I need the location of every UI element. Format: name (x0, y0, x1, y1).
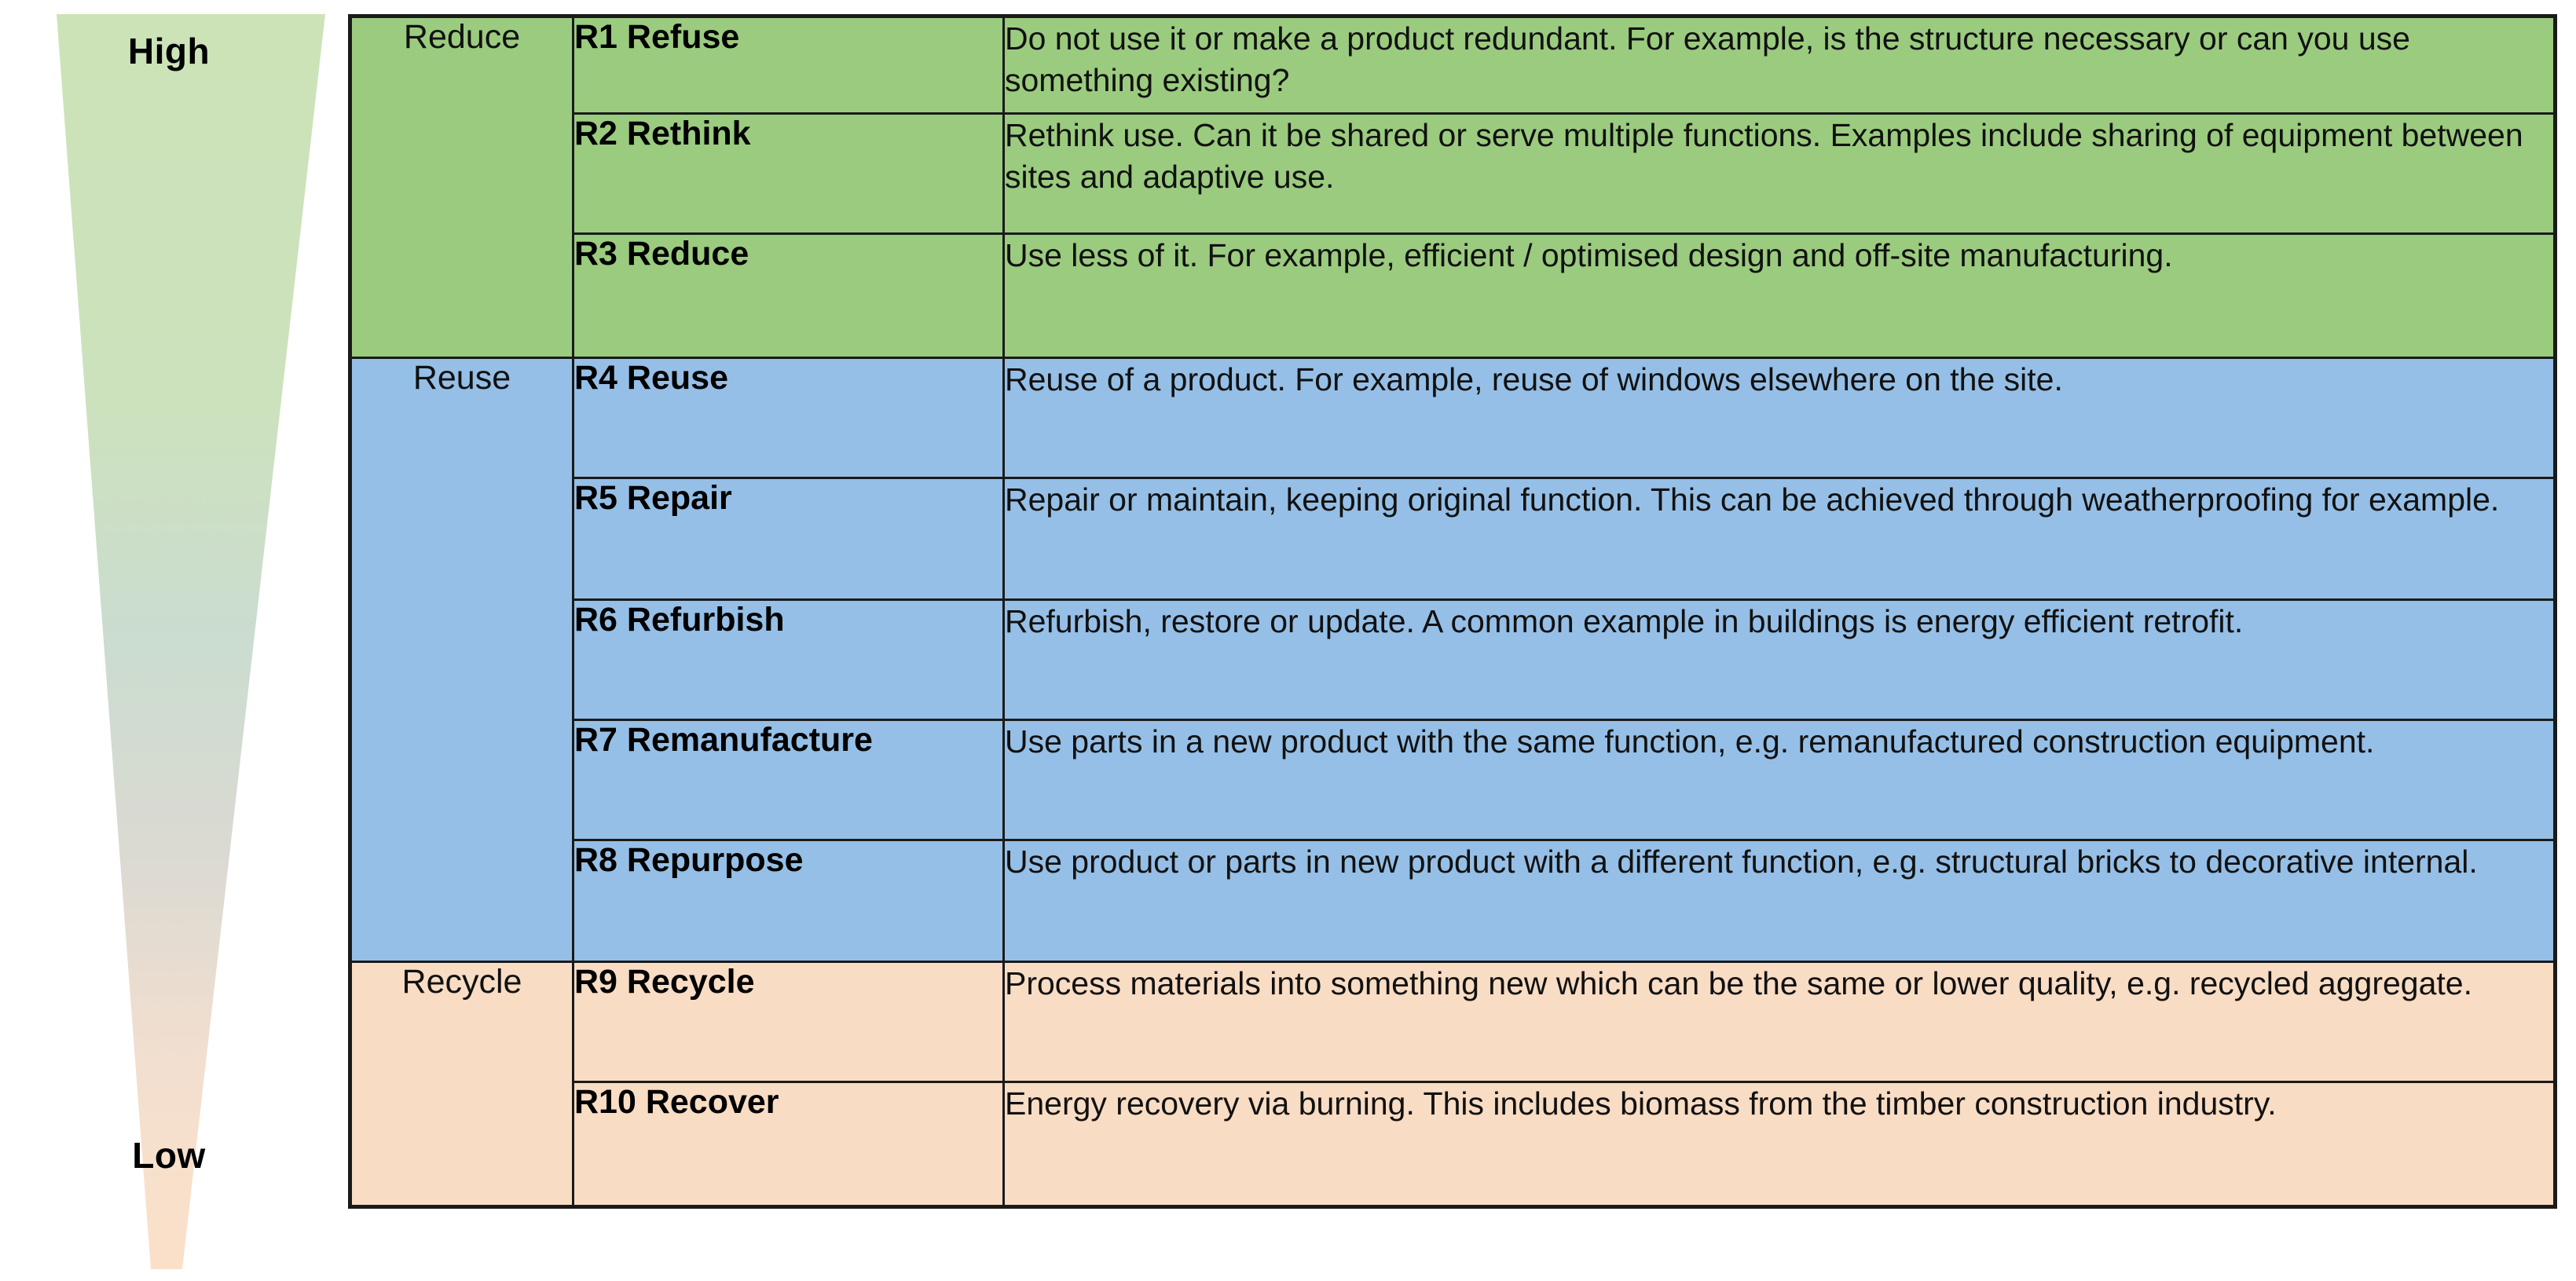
table-row: R10 Recover Energy recovery via burning.… (350, 1081, 2556, 1208)
strategy-description-r10: Energy recovery via burning. This includ… (1002, 1081, 2556, 1208)
table-row: R2 Rethink Rethink use. Can it be shared… (350, 112, 2556, 235)
strategy-name-r4: R4 Reuse (572, 357, 1005, 479)
priority-funnel-panel: High Low (0, 0, 346, 1281)
strategy-description-r5: Repair or maintain, keeping original fun… (1002, 477, 2556, 601)
table-row: R3 Reduce Use less of it. For example, e… (350, 232, 2556, 359)
strategy-description-r2: Rethink use. Can it be shared or serve m… (1002, 112, 2556, 235)
funnel-label-high: High (127, 31, 211, 71)
strategy-description-r3: Use less of it. For example, efficient /… (1002, 232, 2556, 359)
strategy-name-r1: R1 Refuse (572, 15, 1005, 115)
table-row: R8 Repurpose Use product or parts in new… (350, 839, 2556, 963)
strategy-name-r10: R10 Recover (572, 1081, 1005, 1208)
r-strategy-table: Reduce R1 Refuse Do not use it or make a… (348, 14, 2557, 1209)
strategy-description-r7: Use parts in a new product with the same… (1002, 719, 2556, 841)
table-row: R5 Repair Repair or maintain, keeping or… (350, 477, 2556, 601)
table-row: R6 Refurbish Refurbish, restore or updat… (350, 598, 2556, 721)
strategy-description-r4: Reuse of a product. For example, reuse o… (1002, 357, 2556, 479)
strategy-name-r3: R3 Reduce (572, 232, 1005, 359)
strategy-name-r7: R7 Remanufacture (572, 719, 1005, 841)
category-cell-reduce: Reduce (349, 15, 574, 359)
table-row: Reduce R1 Refuse Do not use it or make a… (349, 15, 2556, 359)
strategy-name-r9: R9 Recycle (572, 961, 1005, 1083)
funnel-label-low: Low (132, 1135, 206, 1176)
strategy-description-r1: Do not use it or make a product redundan… (1002, 15, 2556, 115)
strategy-name-r6: R6 Refurbish (572, 598, 1005, 721)
category-cell-recycle: Recycle (349, 961, 574, 1208)
category-cell-reuse: Reuse (349, 357, 574, 963)
strategy-name-r2: R2 Rethink (572, 112, 1005, 235)
strategy-name-r5: R5 Repair (572, 477, 1005, 601)
funnel-triangle-icon (57, 14, 325, 1269)
strategy-description-r9: Process materials into something new whi… (1002, 961, 2556, 1083)
strategy-description-r8: Use product or parts in new product with… (1002, 839, 2556, 963)
table-row: Recycle R9 Recycle Process materials int… (349, 961, 2556, 1208)
strategy-name-r8: R8 Repurpose (572, 839, 1005, 963)
table-row: Reuse R4 Reuse Reuse of a product. For e… (349, 357, 2556, 963)
table-row: R7 Remanufacture Use parts in a new prod… (350, 719, 2556, 841)
strategy-description-r6: Refurbish, restore or update. A common e… (1002, 598, 2556, 721)
